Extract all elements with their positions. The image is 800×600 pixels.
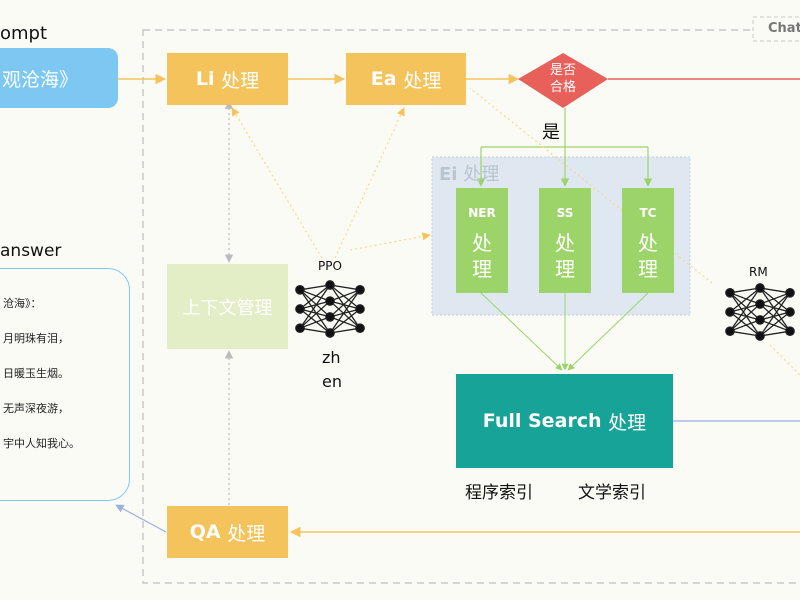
decision-diamond xyxy=(518,53,608,108)
li-code: Li xyxy=(195,68,215,90)
qa-cn: 处理 xyxy=(227,522,266,545)
ner-code: NER xyxy=(468,205,496,220)
ea-cn: 处理 xyxy=(403,69,442,92)
ei-code: Ei xyxy=(439,164,458,185)
li-process-node[interactable]: Li 处理 xyxy=(167,53,288,105)
index-program-label: 程序索引 xyxy=(465,483,533,503)
decision-line1: 是否 xyxy=(549,63,576,78)
answer-line: 沧海》： xyxy=(3,297,42,310)
tc-code: TC xyxy=(639,205,657,220)
ner-process-node[interactable]: NER 处 理 xyxy=(456,188,508,293)
answer-line: 宇中人知我心。 xyxy=(3,437,80,450)
qa-code: QA xyxy=(189,521,221,543)
ppo-lang-zh: zh xyxy=(322,348,341,367)
ea-code: Ea xyxy=(370,68,397,90)
answer-box: 沧海》： 月明珠有泪， 日暖玉生烟。无声深夜游， 宇中人知我心。 xyxy=(0,268,130,501)
answer-lines: 沧海》： 月明珠有泪， 日暖玉生烟。无声深夜游， 宇中人知我心。 xyxy=(3,295,129,470)
ea-process-node[interactable]: Ea 处理 xyxy=(346,53,466,105)
ppo-label: PPO xyxy=(318,259,342,273)
corner-tag: Chat xyxy=(768,21,800,36)
index-literature-label: 文学索引 xyxy=(578,483,646,503)
ppo-lang-en: en xyxy=(322,372,342,391)
prompt-input-text: 观沧海》 xyxy=(2,68,79,91)
ss-process-node[interactable]: SS 处 理 xyxy=(539,188,591,293)
answer-line: 无声深夜游， xyxy=(3,402,69,415)
ei-label: Ei 处理 xyxy=(439,160,499,186)
ss-line2: 理 xyxy=(555,256,575,281)
ei-cn: 处理 xyxy=(463,164,500,185)
answer-line: 日暖玉生烟。 xyxy=(3,367,69,380)
li-cn: 处理 xyxy=(221,69,260,92)
answer-line: 月明珠有泪， xyxy=(3,332,69,345)
decision-text: 是否 合格 xyxy=(530,62,596,96)
ss-code: SS xyxy=(556,205,574,220)
decision-line2: 合格 xyxy=(549,80,576,95)
prompt-label: ompt xyxy=(0,23,48,44)
prompt-input-box[interactable]: 观沧海》 xyxy=(0,48,118,108)
yes-label: 是 xyxy=(542,122,560,143)
system-boundary xyxy=(142,29,800,584)
rm-network-icon xyxy=(725,283,795,341)
full-search-code: Full Search xyxy=(482,410,602,432)
tc-process-node[interactable]: TC 处 理 xyxy=(622,188,674,293)
full-search-cn: 处理 xyxy=(608,411,647,434)
corner-tag-box xyxy=(752,16,800,42)
qa-process-node[interactable]: QA 处理 xyxy=(167,506,288,558)
ner-line1: 处 xyxy=(472,230,492,255)
ppo-network-icon xyxy=(295,280,365,338)
answer-label: answer xyxy=(0,241,62,261)
ss-line1: 处 xyxy=(555,230,575,255)
context-management-node[interactable]: 上下文管理 xyxy=(167,264,288,349)
tc-line2: 理 xyxy=(638,256,658,281)
context-label: 上下文管理 xyxy=(182,297,273,319)
full-search-node[interactable]: Full Search 处理 xyxy=(456,374,673,468)
tc-line1: 处 xyxy=(638,230,658,255)
rm-label: RM xyxy=(749,265,768,279)
ner-line2: 理 xyxy=(472,256,492,281)
